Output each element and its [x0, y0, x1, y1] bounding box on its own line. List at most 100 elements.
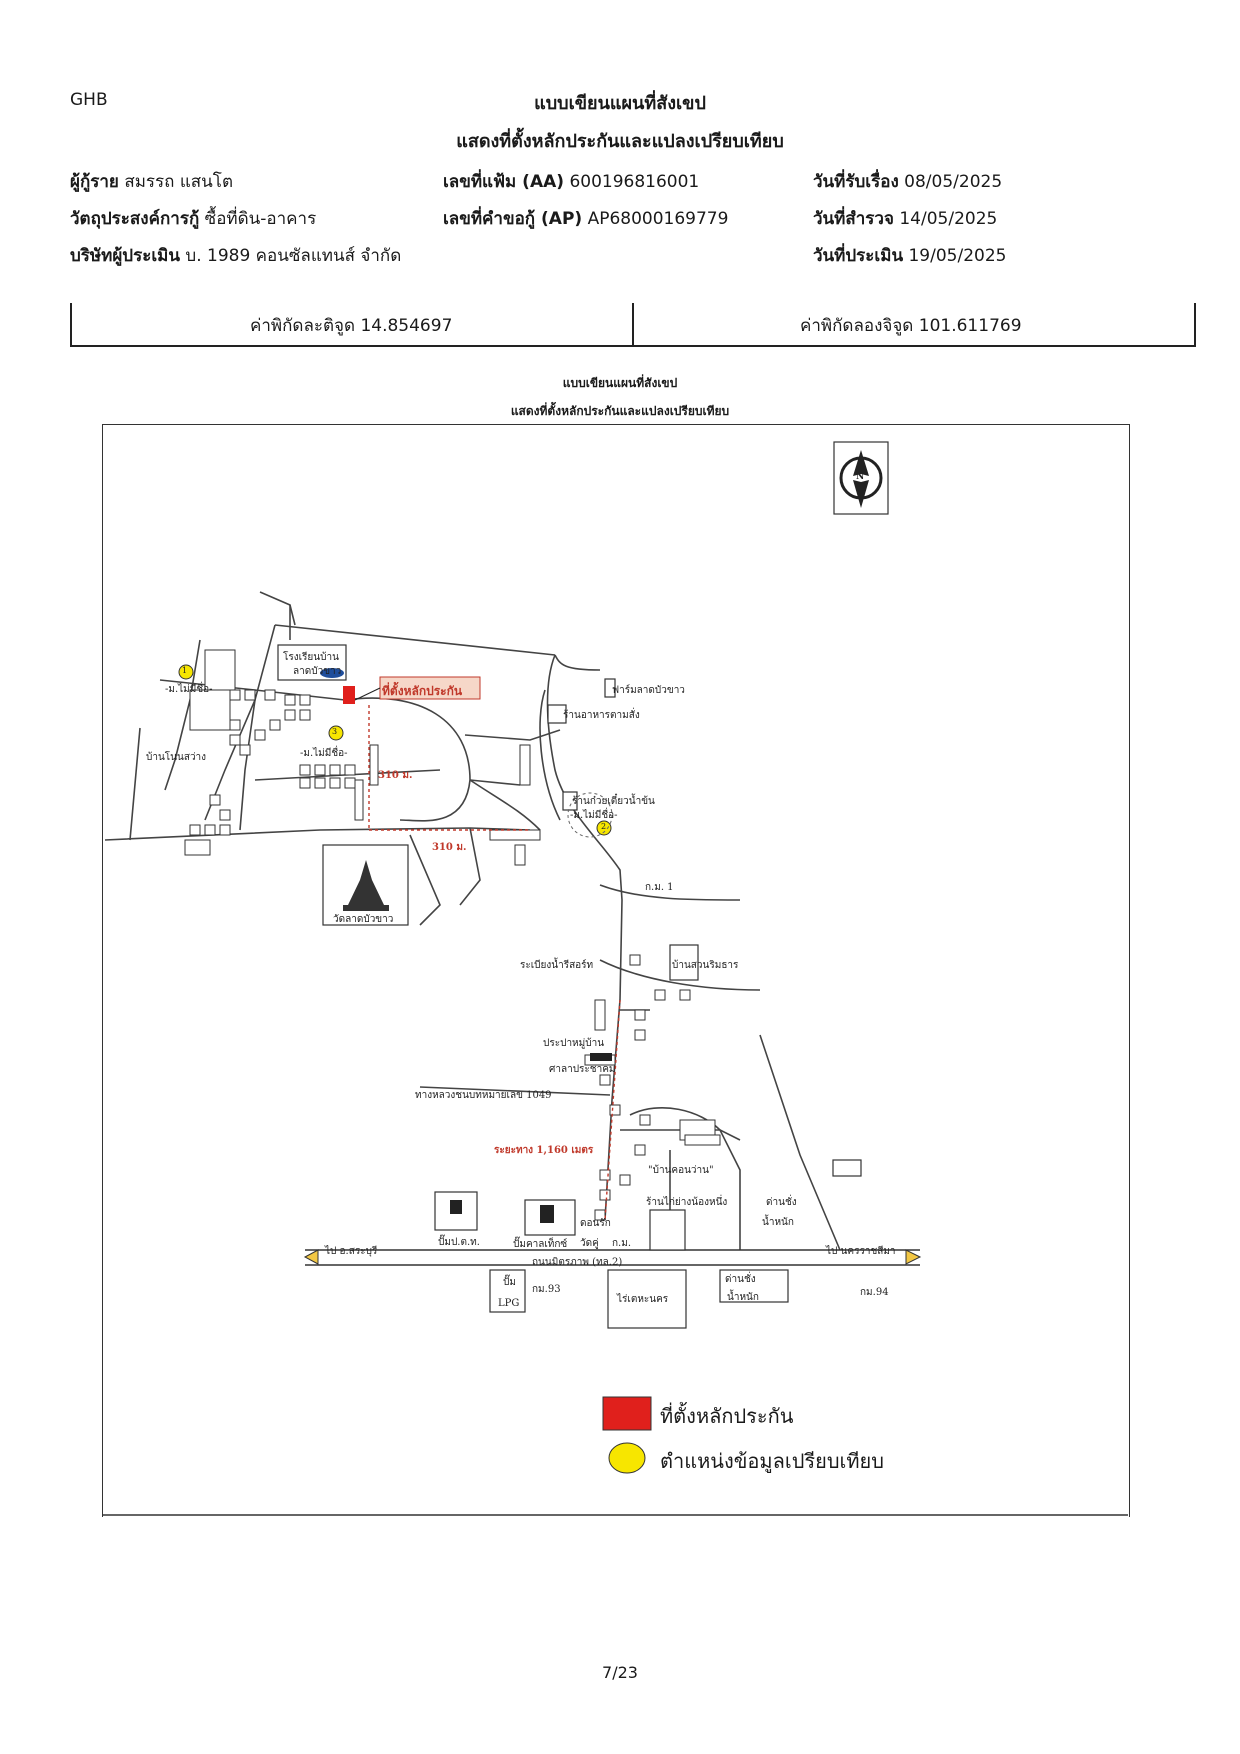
road — [344, 697, 471, 822]
building — [299, 709, 311, 721]
building-cluster — [832, 1159, 862, 1177]
main-road-west-edge — [546, 654, 623, 1221]
purpose-value: ซื้อที่ดิน-อาคาร — [204, 209, 317, 229]
appraiser-label: บริษัทผู้ประเมิน — [70, 246, 180, 266]
road — [599, 959, 761, 991]
rai-label: ไร่เตหะนคร — [617, 1294, 669, 1305]
coordinates-divider — [632, 303, 634, 345]
distance-lines — [368, 705, 621, 1221]
building — [514, 844, 526, 866]
building — [254, 729, 266, 741]
km93-label: กม.93 — [532, 1284, 561, 1295]
file-no-label: เลขที่แฟ้ม (AA) — [443, 172, 565, 192]
appraisal-value: 19/05/2025 — [908, 246, 1007, 266]
building — [314, 764, 326, 776]
fuel-pump-icon — [540, 1205, 554, 1223]
comparison-marker — [596, 820, 612, 836]
road — [539, 689, 561, 821]
building — [329, 777, 341, 789]
received-value: 08/05/2025 — [904, 172, 1003, 192]
building — [204, 649, 236, 691]
building — [209, 794, 221, 806]
building — [329, 764, 341, 776]
building — [679, 989, 691, 1001]
marker-number: 2 — [601, 822, 607, 831]
borrower-label: ผู้กู้ราย — [70, 172, 119, 192]
building — [634, 1029, 646, 1041]
latitude-value: 14.854697 — [360, 316, 453, 336]
building — [634, 1144, 646, 1156]
restaurant-box — [547, 704, 567, 724]
road — [409, 834, 441, 926]
stream — [759, 1034, 841, 1251]
highway — [305, 1249, 920, 1266]
sala-icon — [590, 1053, 612, 1061]
north-label: N — [856, 472, 865, 482]
survey-value: 14/05/2025 — [899, 209, 998, 229]
building — [599, 1169, 611, 1181]
appraiser-row: บริษัทผู้ประเมิน บ. 1989 คอนซัลแทนส์ จำก… — [70, 242, 401, 269]
received-row: วันที่รับเรื่อง 08/05/2025 — [813, 168, 1002, 195]
wat-label: ดอนรัก — [580, 1218, 611, 1229]
buildings — [184, 649, 721, 1221]
road — [469, 779, 521, 786]
building — [344, 764, 356, 776]
landmark-boxes — [277, 644, 862, 1329]
building — [369, 744, 379, 786]
request-no-label: เลขที่คำขอกู้ (AP) — [443, 209, 583, 229]
weigh-box — [719, 1269, 789, 1303]
building — [299, 777, 311, 789]
latitude: ค่าพิกัดละติจูด 14.854697 — [250, 312, 452, 339]
ban-suan-label: บ้านสวนริมธาร — [672, 960, 739, 971]
arrow-west — [303, 1249, 319, 1265]
road — [620, 1129, 741, 1250]
weigh-label-2: น้ำหนัก — [762, 1217, 794, 1228]
school-label-2: ลาดบัวขาว — [293, 666, 342, 677]
resort-label: ระเบียงน้ำรีสอร์ท — [520, 960, 594, 971]
longitude-label: ค่าพิกัดลองจิจูด — [800, 316, 914, 336]
legend-collateral-label: ที่ตั้งหลักประกัน — [660, 1404, 794, 1428]
road — [469, 779, 541, 831]
legend-yellow-swatch — [608, 1442, 646, 1474]
ban-khon-label: "บ้านคอนว่าน" — [648, 1165, 714, 1176]
road-1049 — [419, 1086, 611, 1096]
building — [229, 719, 241, 731]
total-distance-label: ระยะทาง 1,160 เมตร — [494, 1145, 594, 1156]
water-label: ประปาหมู่บ้าน — [543, 1038, 605, 1049]
legend-comparison-label: ตำแหน่งข้อมูลเปรียบเทียบ — [660, 1449, 884, 1473]
building — [189, 824, 201, 836]
purpose-label: วัตถุประสงค์การกู้ — [70, 209, 200, 229]
building — [284, 694, 296, 706]
request-no-row: เลขที่คำขอกู้ (AP) AP68000169779 — [443, 205, 728, 232]
lpg-label: LPG — [498, 1298, 520, 1309]
road-label: ถนนมิตรภาพ (ทล.2) — [532, 1257, 623, 1268]
building — [244, 689, 256, 701]
fuel-pump-icon — [450, 1200, 462, 1214]
km1-label: ก.ม. 1 — [645, 882, 674, 893]
marker-number: 3 — [332, 727, 338, 736]
building — [354, 779, 364, 821]
building — [284, 709, 296, 721]
arrow-east — [905, 1249, 922, 1265]
purpose-row: วัตถุประสงค์การกู้ ซื้อที่ดิน-อาคาร — [70, 205, 316, 232]
temple-label: วัดลาดบัวขาว — [333, 914, 394, 925]
appraisal-label: วันที่ประเมิน — [813, 246, 904, 266]
building — [594, 1209, 606, 1221]
building — [269, 719, 281, 731]
building — [594, 999, 606, 1031]
building — [189, 689, 231, 731]
comparison-ring — [567, 792, 613, 838]
building — [239, 744, 251, 756]
page-number: 7/23 — [602, 1663, 638, 1682]
km94-label: กม.94 — [860, 1287, 889, 1298]
wat-label-2: วัดคู่ — [580, 1238, 599, 1249]
building — [489, 829, 541, 841]
building — [599, 1189, 611, 1201]
road — [459, 827, 481, 906]
road — [164, 639, 201, 791]
survey-label: วันที่สำรวจ — [813, 209, 894, 229]
lpg-box — [489, 1269, 526, 1313]
road — [554, 654, 601, 671]
pump-label: ปั๊ม — [503, 1277, 516, 1288]
